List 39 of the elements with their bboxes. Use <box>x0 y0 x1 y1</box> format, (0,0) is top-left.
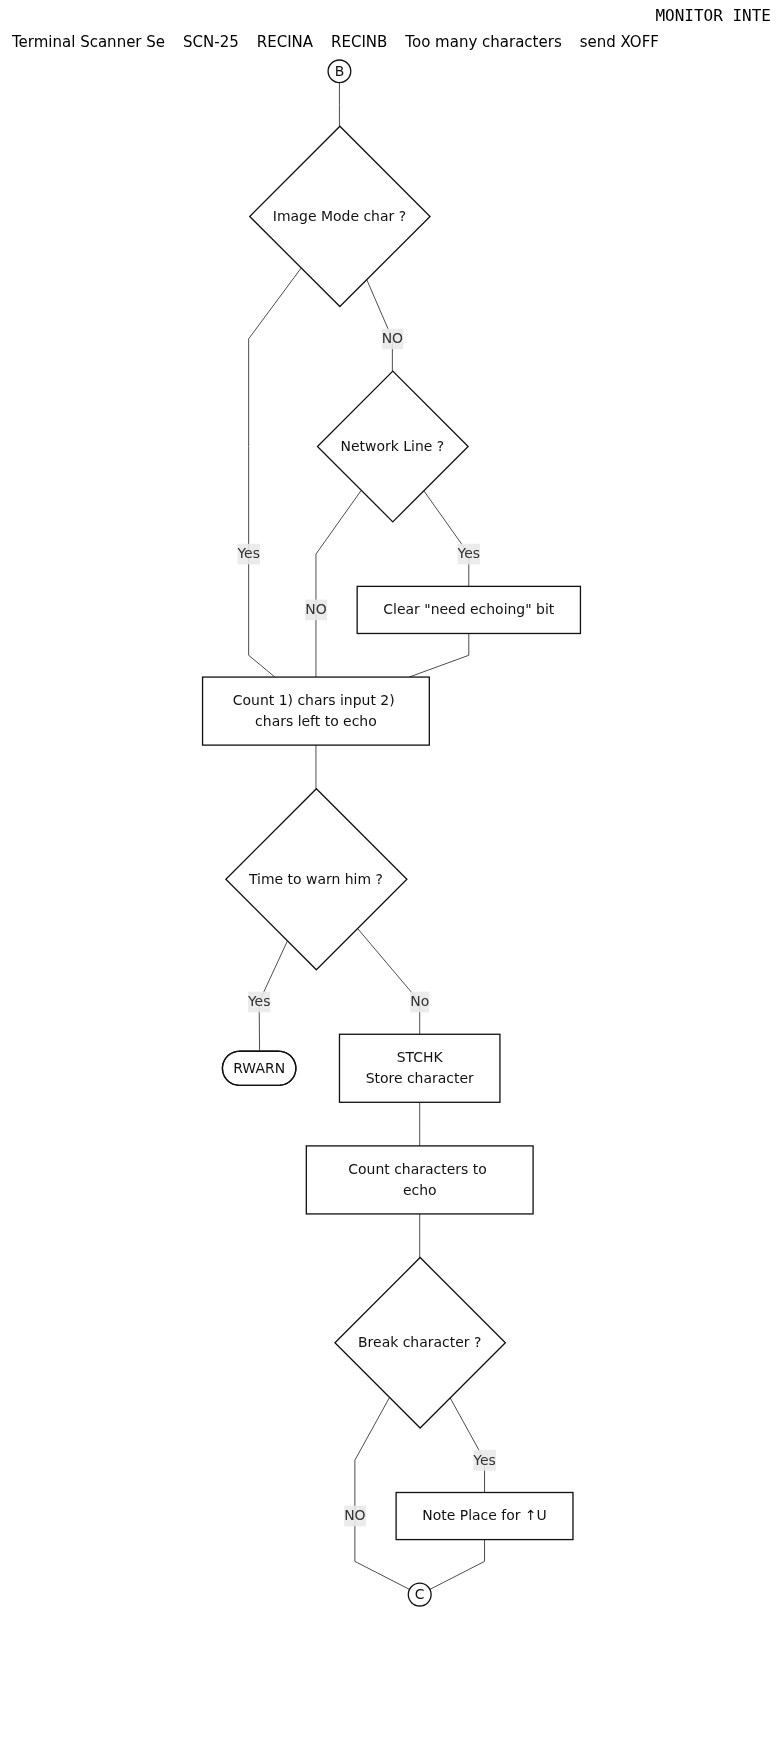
edge-label: Yes <box>473 1451 496 1469</box>
note-label: RECINA <box>256 33 314 51</box>
edge-label: NO <box>381 330 404 347</box>
connector <box>419 1213 421 1258</box>
connector <box>354 1397 410 1590</box>
connector <box>366 278 393 372</box>
connector <box>429 1539 485 1590</box>
node-note: send XOFF <box>579 33 659 51</box>
node-box: Count 1) chars input 2) chars left to echo <box>201 676 430 746</box>
node-box: STCHK Store character <box>338 1033 501 1103</box>
connector <box>356 927 421 1035</box>
connector <box>419 1101 421 1147</box>
edge-label: NO <box>305 601 327 618</box>
connector <box>315 744 317 790</box>
edge-label: No <box>410 993 430 1010</box>
edge-label: Yes <box>247 993 271 1010</box>
note-label: SCN-25 <box>183 33 239 51</box>
page-title: MONITOR INTE <box>654 6 771 25</box>
connector <box>408 633 470 678</box>
connector <box>339 82 340 127</box>
edge-label: Yes <box>457 545 481 562</box>
connector <box>315 490 362 678</box>
note-label: Terminal Scanner Se <box>12 33 166 51</box>
node-diamond: Image Mode char ? <box>248 125 431 308</box>
node-diamond: Time to warn him ? <box>224 787 408 971</box>
connector <box>258 940 288 1053</box>
edge-label: NO <box>344 1507 366 1524</box>
node-circle: B <box>327 59 352 84</box>
node-box: Note Place for ↑U <box>395 1491 574 1541</box>
node-box: Clear "need echoing" bit <box>356 585 582 635</box>
edge-label: Yes <box>237 545 260 562</box>
node-note: Too many characters <box>405 33 562 51</box>
node-diamond: Break character ? <box>334 1256 507 1429</box>
connector <box>248 267 302 678</box>
note-label: RECINB <box>331 33 388 51</box>
node-circle: C <box>407 1582 432 1607</box>
connector <box>449 1397 485 1493</box>
node-box: Count characters to echo <box>305 1145 534 1215</box>
node-diamond: Network Line ? <box>316 370 470 523</box>
